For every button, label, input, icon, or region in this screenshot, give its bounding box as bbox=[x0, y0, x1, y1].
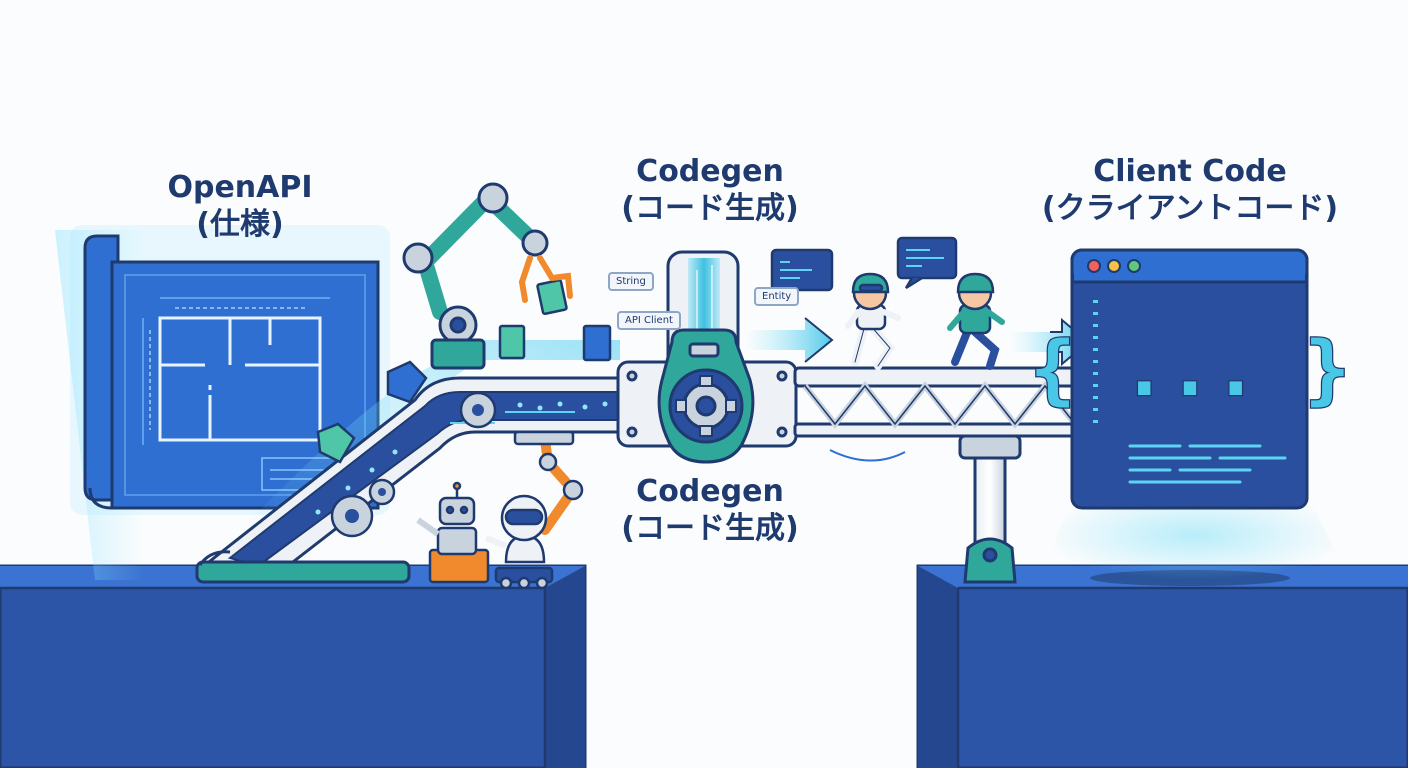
codegen-top-label: Codegen (コード生成) bbox=[585, 154, 835, 227]
runner-icon-2 bbox=[950, 274, 1002, 366]
codegen-bottom-label: Codegen (コード生成) bbox=[585, 474, 835, 547]
client-code-label: Client Code (クライアントコード) bbox=[1010, 154, 1370, 227]
codegen-bottom-subtitle: (コード生成) bbox=[585, 511, 835, 548]
code-window-icon: { ... } bbox=[1030, 250, 1350, 580]
tag-entity: Entity bbox=[754, 287, 799, 306]
tag-api-client: API Client bbox=[617, 311, 681, 330]
bridge-pillar bbox=[960, 436, 1020, 582]
robot-icon-2 bbox=[486, 496, 552, 588]
client-code-subtitle: (クライアントコード) bbox=[1010, 191, 1370, 228]
runner-icon bbox=[848, 274, 898, 366]
tag-string: String bbox=[608, 272, 654, 291]
codegen-bottom-title: Codegen bbox=[585, 474, 835, 511]
codegen-top-subtitle: (コード生成) bbox=[585, 191, 835, 228]
codegen-top-title: Codegen bbox=[585, 154, 835, 191]
client-code-title: Client Code bbox=[1010, 154, 1370, 191]
code-braces: { ... } bbox=[1030, 324, 1350, 413]
left-cliff bbox=[0, 566, 585, 768]
openapi-title: OpenAPI bbox=[130, 170, 350, 207]
openapi-subtitle: (仕様) bbox=[130, 207, 350, 244]
right-cliff bbox=[918, 566, 1408, 768]
openapi-label: OpenAPI (仕様) bbox=[130, 170, 350, 243]
